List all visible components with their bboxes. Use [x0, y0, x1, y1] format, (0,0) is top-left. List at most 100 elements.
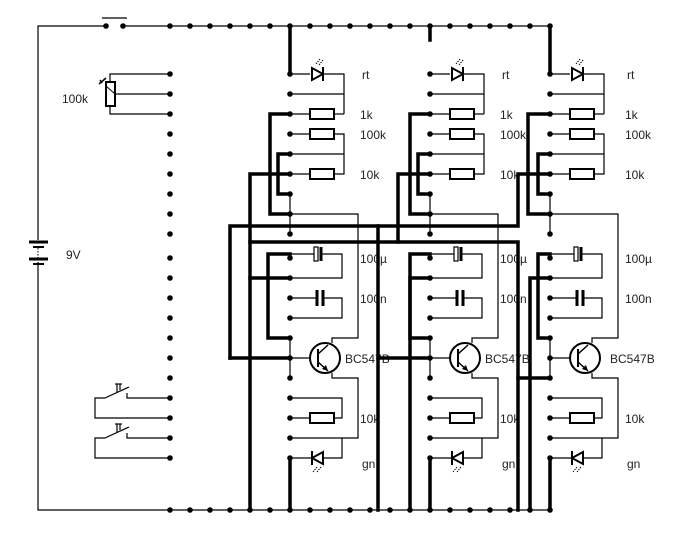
- breadboard-hole[interactable]: [207, 507, 213, 513]
- breadboard-hole[interactable]: [167, 255, 173, 261]
- r2-label: 100k: [500, 128, 527, 142]
- resistor-10k-icon: [449, 168, 475, 180]
- breadboard-hole[interactable]: [467, 23, 473, 29]
- breadboard-hole[interactable]: [307, 507, 313, 513]
- breadboard-hole[interactable]: [167, 375, 173, 381]
- jumper-wire[interactable]: [536, 252, 552, 340]
- breadboard-hole[interactable]: [507, 507, 513, 513]
- breadboard-hole[interactable]: [187, 23, 193, 29]
- breadboard-hole[interactable]: [327, 23, 333, 29]
- jumper-wire[interactable]: [376, 172, 552, 228]
- breadboard-hole[interactable]: [167, 171, 173, 177]
- breadboard-hole[interactable]: [247, 23, 253, 29]
- breadboard-hole[interactable]: [167, 315, 173, 321]
- breadboard-hole[interactable]: [227, 507, 233, 513]
- led-bottom-label: gn: [502, 457, 515, 471]
- breadboard-hole[interactable]: [547, 255, 553, 261]
- breadboard-hole[interactable]: [207, 23, 213, 29]
- breadboard-hole[interactable]: [487, 23, 493, 29]
- jumper-wire[interactable]: [268, 112, 292, 216]
- breadboard-hole[interactable]: [407, 23, 413, 29]
- breadboard-hole[interactable]: [167, 507, 173, 513]
- wire: [323, 438, 343, 459]
- breadboard-hole[interactable]: [167, 415, 173, 421]
- breadboard-hole[interactable]: [267, 507, 273, 513]
- breadboard-hole[interactable]: [120, 23, 126, 29]
- breadboard-hole[interactable]: [427, 255, 433, 261]
- wire: [290, 373, 359, 439]
- breadboard-hole[interactable]: [367, 23, 373, 29]
- jumper-wire[interactable]: [266, 252, 292, 340]
- breadboard-hole[interactable]: [347, 507, 353, 513]
- breadboard-hole[interactable]: [367, 507, 373, 513]
- breadboard-hole[interactable]: [447, 507, 453, 513]
- breadboard-hole[interactable]: [387, 507, 393, 513]
- breadboard-hole[interactable]: [387, 23, 393, 29]
- transistor-npn-icon: [569, 342, 601, 374]
- r2-label: 100k: [360, 128, 387, 142]
- breadboard-hole[interactable]: [167, 231, 173, 237]
- breadboard-hole[interactable]: [167, 131, 173, 137]
- breadboard-hole[interactable]: [467, 507, 473, 513]
- breadboard-hole[interactable]: [167, 275, 173, 281]
- breadboard-hole[interactable]: [167, 191, 173, 197]
- breadboard-hole[interactable]: [167, 395, 173, 401]
- wire-left-bottom: [37, 262, 170, 511]
- capacitor-electrolytic-icon: [573, 246, 583, 262]
- jumper-wire[interactable]: [228, 224, 380, 512]
- r3-label: 10k: [625, 168, 645, 182]
- breadboard-hole[interactable]: [167, 23, 173, 29]
- jumper-wire[interactable]: [408, 276, 432, 512]
- breadboard-hole[interactable]: [487, 507, 493, 513]
- pushbutton-2-icon[interactable]: [94, 423, 170, 459]
- capacitor-electrolytic-icon: [453, 246, 463, 262]
- breadboard-hole[interactable]: [527, 23, 533, 29]
- wire: [323, 73, 345, 114]
- led-red-icon: [311, 58, 326, 82]
- breadboard-hole[interactable]: [187, 507, 193, 513]
- breadboard-hole[interactable]: [287, 255, 293, 261]
- led-green-icon: [449, 450, 464, 473]
- breadboard-hole[interactable]: [347, 23, 353, 29]
- breadboard-hole[interactable]: [167, 455, 173, 461]
- breadboard-hole[interactable]: [167, 355, 173, 361]
- breadboard-hole[interactable]: [167, 91, 173, 97]
- breadboard-hole[interactable]: [167, 211, 173, 217]
- breadboard-dots: [103, 23, 553, 513]
- wire: [290, 253, 343, 279]
- jumper-wire[interactable]: [408, 252, 432, 340]
- potentiometer-icon: [98, 73, 170, 115]
- jumper-wire[interactable]: [528, 276, 552, 512]
- breadboard-hole[interactable]: [267, 23, 273, 29]
- jumper-wire[interactable]: [248, 172, 292, 512]
- c1-label: 100µ: [360, 252, 387, 266]
- breadboard-hole[interactable]: [167, 71, 173, 77]
- breadboard-hole[interactable]: [167, 335, 173, 341]
- wire: [583, 438, 603, 459]
- wire: [290, 397, 343, 419]
- transistor-label: BC547B: [610, 352, 655, 366]
- wire: [430, 373, 499, 439]
- breadboard-hole[interactable]: [327, 507, 333, 513]
- led-top-label: rt: [502, 68, 510, 82]
- breadboard-hole[interactable]: [307, 23, 313, 29]
- breadboard-hole[interactable]: [447, 23, 453, 29]
- jumper-wire[interactable]: [526, 112, 552, 216]
- pushbutton-1-icon[interactable]: [94, 383, 170, 419]
- wire: [430, 253, 483, 279]
- breadboard-hole[interactable]: [167, 151, 173, 157]
- wire: [290, 213, 359, 343]
- breadboard-hole[interactable]: [167, 295, 173, 301]
- jumper-wire[interactable]: [408, 112, 432, 216]
- led-red-icon: [571, 58, 586, 82]
- breadboard-hole[interactable]: [167, 435, 173, 441]
- wire: [430, 297, 483, 319]
- breadboard-hole[interactable]: [103, 23, 109, 29]
- r1-label: 1k: [360, 108, 374, 122]
- breadboard-hole[interactable]: [167, 111, 173, 117]
- breadboard-hole[interactable]: [507, 23, 513, 29]
- breadboard-hole[interactable]: [227, 23, 233, 29]
- capacitor-ceramic-icon: [455, 290, 465, 306]
